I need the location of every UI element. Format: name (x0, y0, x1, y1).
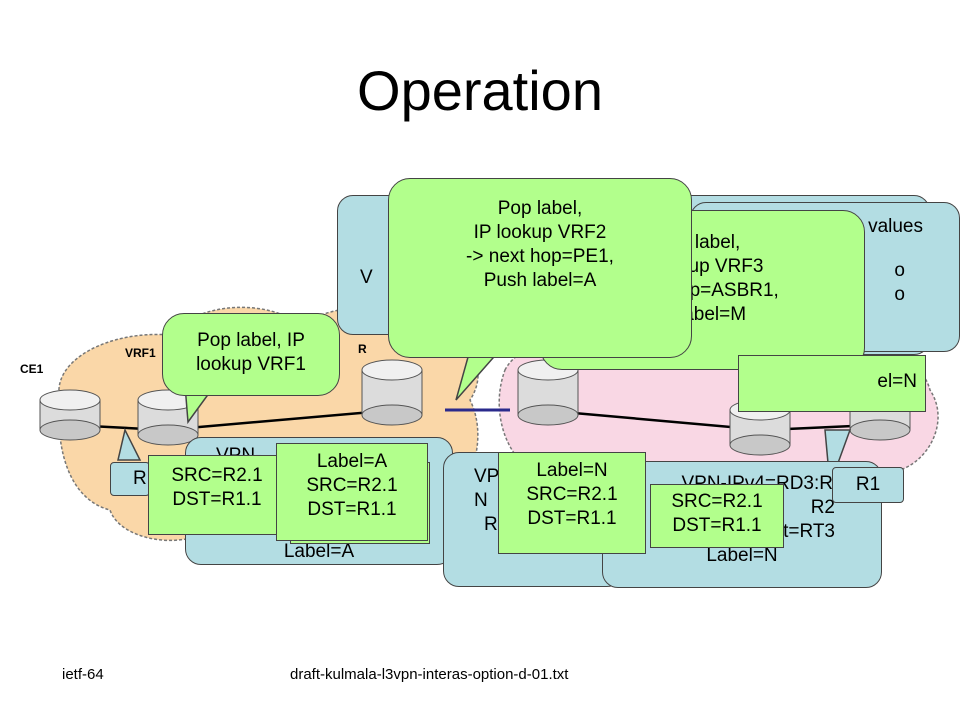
route-box-top-left-line: V (360, 267, 373, 288)
callout-vrf1: Pop label, IP lookup VRF1 (162, 313, 340, 396)
callout-label-n-partial: el=N (738, 355, 926, 412)
vrf1-label: VRF1 (125, 346, 156, 360)
route-box-line-o2: o (894, 284, 905, 305)
route-box-vpn-mid-line1: VP (474, 466, 500, 487)
callout-vrf2: Pop label, IP lookup VRF2 -> next hop=PE… (388, 178, 692, 358)
callout-vrf3-line1: p label, (679, 232, 741, 253)
packet-label-n-src: SRC=R2.1 (526, 484, 618, 505)
packet-ip-right: SRC=R2.1 DST=R1.1 (650, 484, 784, 548)
route-tag-r1: R1 (832, 467, 904, 503)
footer-left: ietf-64 (62, 666, 104, 683)
route-tag-left: R (110, 462, 150, 496)
packet-label-a: Label=A SRC=R2.1 DST=R1.1 (276, 443, 428, 541)
router-asbr2 (517, 359, 579, 426)
route-box-vpn-left-label: Label=A (283, 541, 355, 562)
router-asbr1 (361, 359, 423, 426)
router-ce1 (39, 389, 101, 441)
callout-vrf2-line4: Push label=A (483, 270, 597, 291)
route-box-line-o1: o (894, 260, 905, 281)
callout-vrf2-line2: IP lookup VRF2 (473, 222, 607, 243)
packet-label-n-dst: DST=R1.1 (527, 508, 617, 529)
slide-title: Operation (357, 59, 603, 122)
callout-vrf3-line3: op=ASBR1, (679, 280, 779, 301)
packet-ip-left-src: SRC=R2.1 (171, 465, 263, 486)
packet-ip-left-dst: DST=R1.1 (172, 489, 262, 510)
packet-label-n-label: Label=N (536, 460, 608, 481)
packet-label-a-src: SRC=R2.1 (306, 475, 398, 496)
route-box-line-values: values (868, 216, 923, 237)
vrf-partial-label: R (358, 342, 367, 356)
route-box-vpn-right-line2: R2 (810, 497, 835, 518)
callout-vrf1-line2: lookup VRF1 (196, 354, 306, 375)
packet-ip-right-dst: DST=R1.1 (672, 515, 762, 536)
packet-label-a-label: Label=A (316, 451, 388, 472)
route-box-vpn-right-label: Label=N (706, 545, 778, 566)
callout-vrf2-line1: Pop label, (497, 198, 583, 219)
route-box-vpn-mid-line3: R (484, 514, 498, 535)
ce1-label: CE1 (20, 362, 44, 376)
footer-center: draft-kulmala-l3vpn-interas-option-d-01.… (290, 666, 569, 683)
packet-label-n: Label=N SRC=R2.1 DST=R1.1 (498, 452, 646, 554)
link-pe1-asbr1 (164, 408, 396, 432)
callout-vrf2-line3: -> next hop=PE1, (466, 246, 614, 267)
route-box-vpn-mid-line2: N (474, 490, 488, 511)
packet-ip-left: SRC=R2.1 DST=R1.1 (148, 455, 286, 535)
packet-label-a-dst: DST=R1.1 (307, 499, 397, 520)
callout-vrf3-line4: label=M (679, 304, 747, 325)
packet-ip-right-src: SRC=R2.1 (671, 491, 763, 512)
pointer-left-tag (117, 427, 142, 461)
callout-vrf1-line1: Pop label, IP (197, 330, 305, 351)
callout-vrf3-line2: kup VRF3 (679, 256, 764, 277)
